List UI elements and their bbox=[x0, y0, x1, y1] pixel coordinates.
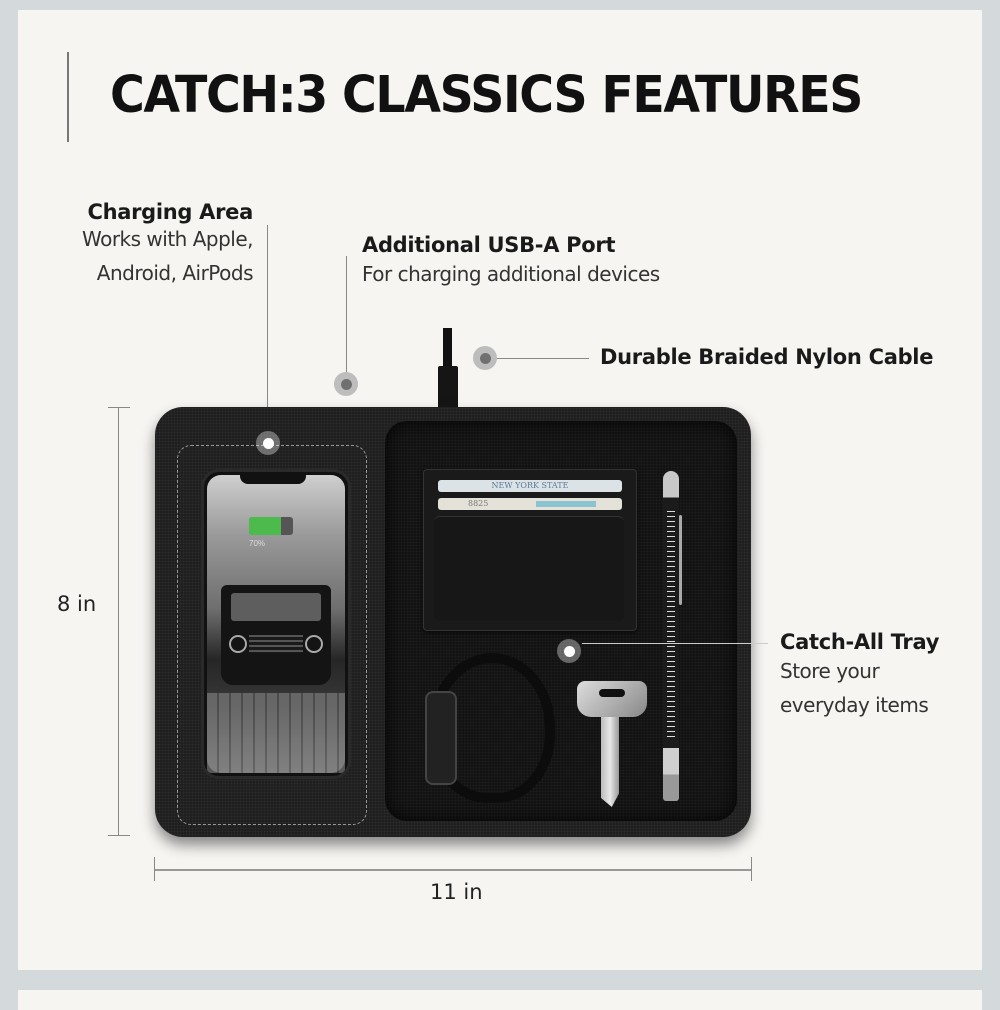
battery-indicator-icon bbox=[249, 517, 293, 535]
leader-line-cable bbox=[497, 358, 589, 359]
height-label: 8 in bbox=[57, 592, 97, 616]
smartwatch-face bbox=[425, 691, 457, 785]
next-panel-edge bbox=[18, 990, 982, 1010]
cable-cord bbox=[443, 328, 452, 368]
phone-screen: 70% bbox=[207, 475, 345, 773]
cobblestone-wallpaper bbox=[207, 693, 345, 773]
leader-line-usb bbox=[346, 256, 347, 374]
charging-tray: 70% NEW YORK STATE 8825 bbox=[155, 407, 751, 837]
width-dimension-cap bbox=[154, 857, 155, 881]
callout-heading: Additional USB-A Port bbox=[362, 233, 616, 257]
hotspot-usb-port[interactable] bbox=[334, 372, 358, 396]
width-label: 11 in bbox=[430, 880, 483, 904]
wallet-pocket bbox=[434, 516, 624, 621]
callout-line: everyday items bbox=[780, 693, 929, 717]
card-wallet: NEW YORK STATE 8825 bbox=[423, 469, 637, 631]
vehicle-wallpaper bbox=[221, 585, 331, 685]
callout-line: Works with Apple, bbox=[81, 227, 254, 251]
callout-tray: Catch-All Tray Store your everyday items bbox=[780, 630, 939, 722]
callout-usb-port: Additional USB-A Port For charging addit… bbox=[362, 233, 660, 291]
height-dimension-cap bbox=[108, 835, 130, 836]
hotspot-cable[interactable] bbox=[473, 346, 497, 370]
callout-line: For charging additional devices bbox=[362, 262, 660, 286]
callout-charging-area: Charging Area Works with Apple, Android,… bbox=[63, 200, 254, 290]
hotspot-tray[interactable] bbox=[557, 639, 581, 663]
callout-heading: Charging Area bbox=[87, 200, 253, 224]
license-card: 8825 bbox=[438, 498, 622, 510]
leader-line-tray bbox=[582, 643, 768, 644]
width-dimension-cap bbox=[751, 857, 752, 881]
id-card: NEW YORK STATE bbox=[438, 480, 622, 492]
height-dimension-cap bbox=[108, 407, 130, 408]
catch-all-well: NEW YORK STATE 8825 bbox=[385, 421, 737, 821]
smartphone: 70% bbox=[201, 469, 351, 779]
title-accent-rule bbox=[67, 52, 69, 142]
callout-line: Android, AirPods bbox=[96, 261, 254, 285]
phone-notch bbox=[240, 472, 306, 484]
cable-plug bbox=[438, 366, 458, 408]
pen-clip bbox=[679, 515, 682, 605]
key-icon bbox=[577, 681, 647, 807]
braided-cable bbox=[438, 328, 458, 408]
width-dimension-line bbox=[154, 869, 752, 871]
page-title: CATCH:3 CLASSICS FEATURES bbox=[110, 66, 863, 125]
callout-cable-heading: Durable Braided Nylon Cable bbox=[600, 345, 934, 369]
hotspot-charging-area[interactable] bbox=[256, 431, 280, 455]
battery-percent: 70% bbox=[249, 539, 266, 548]
callout-line: Store your bbox=[780, 659, 880, 683]
battery-fill bbox=[249, 517, 281, 535]
pen-ruler-scale bbox=[667, 511, 675, 741]
height-dimension-line bbox=[118, 407, 119, 835]
leader-line-charging bbox=[267, 225, 268, 433]
callout-heading: Catch-All Tray bbox=[780, 630, 940, 654]
ruler-pen bbox=[663, 471, 682, 801]
